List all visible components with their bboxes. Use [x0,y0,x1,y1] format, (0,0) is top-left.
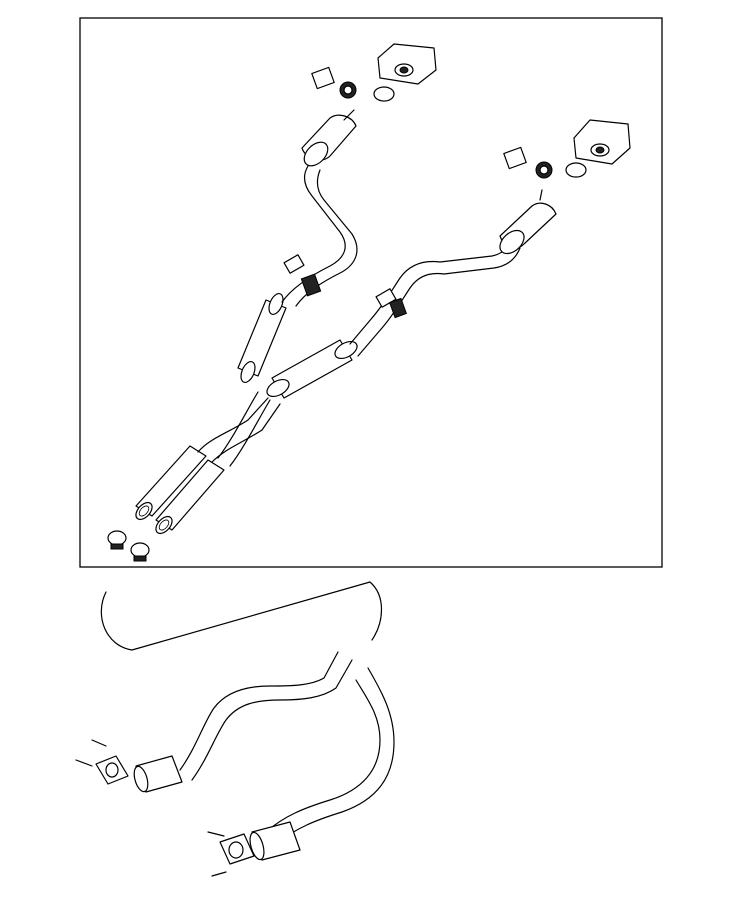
center-resonator[interactable] [264,338,360,400]
left-hanger-isolator[interactable] [311,66,395,102]
exhaust-tip-left[interactable] [133,445,207,522]
hanger-bracket-left[interactable] [283,254,322,297]
left-tailpipe-tip-housing[interactable] [377,43,437,85]
front-pipe-right[interactable] [265,667,395,845]
flange-left[interactable] [75,739,129,785]
group-callout-curve [100,581,382,651]
right-hanger-isolator[interactable] [503,146,587,179]
crossover-pipe[interactable] [197,391,281,467]
right-intermediate-pipe[interactable] [349,239,521,357]
tip-clamp-right[interactable] [130,542,150,562]
catalytic-converter-left[interactable] [132,755,183,793]
exhaust-tip-right[interactable] [153,459,225,536]
hanger-bracket-right[interactable] [375,288,408,319]
flange-right[interactable] [207,831,255,877]
left-intermediate-pipe[interactable] [281,165,358,307]
left-rear-muffler[interactable] [300,109,357,170]
left-resonator[interactable] [237,292,287,385]
front-pipe-left[interactable] [179,651,353,781]
tip-clamp-left[interactable] [107,530,127,550]
upper-assembly-frame [79,17,663,568]
right-tailpipe-tip-housing[interactable] [573,119,631,165]
right-rear-muffler[interactable] [496,189,557,258]
catalytic-converter-right[interactable] [247,821,301,861]
